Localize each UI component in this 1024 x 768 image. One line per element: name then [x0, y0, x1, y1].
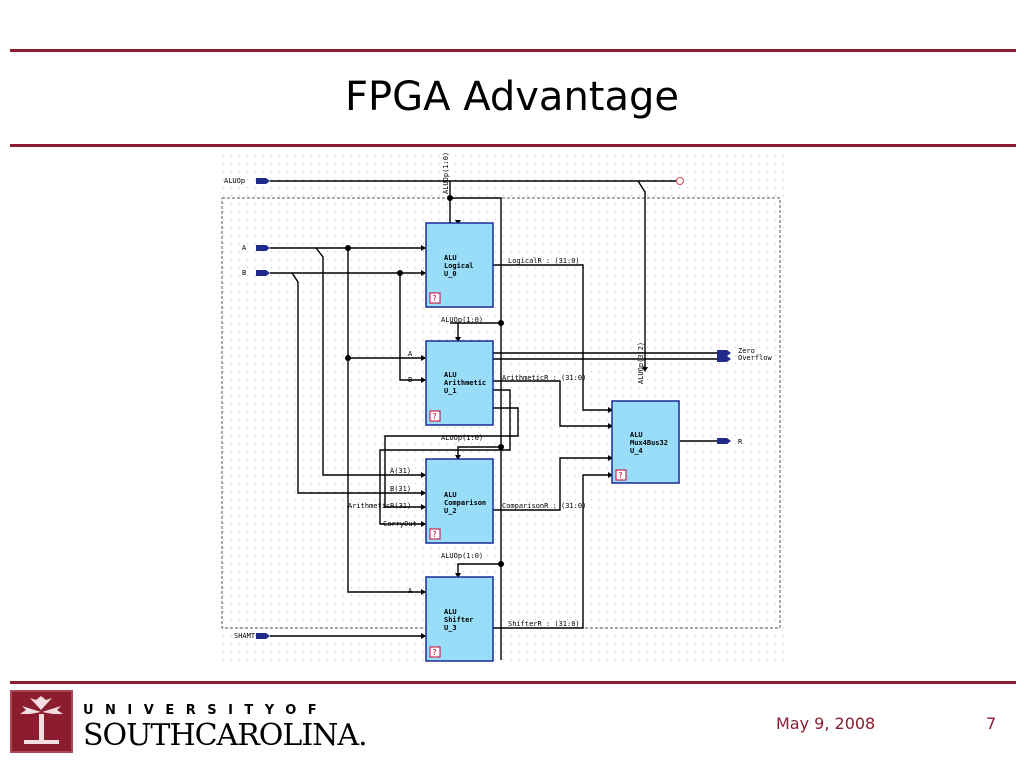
- block-comparison-name: ALU: [444, 491, 457, 499]
- label-zero: Zero: [738, 347, 755, 355]
- block-comparison-sub: Comparison: [444, 499, 486, 507]
- alu-schematic: ALU Logical U_0 ? ALU Arithmetic U_1 ? A…: [220, 152, 784, 664]
- label-r: R: [738, 438, 743, 446]
- block-logical[interactable]: ALU Logical U_0 ?: [425, 222, 494, 308]
- label-aluop: ALUOp: [224, 177, 245, 185]
- usc-palmetto-logo: [10, 690, 73, 753]
- pin-arith-a: A: [408, 350, 413, 358]
- label-aluop-u1: ALUOp(1:0): [441, 316, 483, 324]
- label-aluop-u2: ALUOp(1:0): [441, 434, 483, 442]
- slide-title: FPGA Advantage: [345, 74, 679, 120]
- block-shifter[interactable]: ALU Shifter U_3 ?: [425, 576, 494, 662]
- block-mux-sub: Mux4Bus32: [630, 439, 668, 447]
- slide-date: May 9, 2008: [776, 714, 876, 733]
- label-logical-r: LogicalR : (31:0): [508, 257, 580, 265]
- port-zero: [717, 350, 731, 356]
- pin-comp-a31: A(31): [390, 467, 411, 475]
- pin-comp-b31: B(31): [390, 485, 411, 493]
- label-overflow: Overflow: [738, 354, 773, 362]
- block-shifter-sub: Shifter: [444, 616, 474, 624]
- block-logical-sub: Logical: [444, 262, 474, 270]
- port-aluop: [256, 178, 270, 184]
- help-icon[interactable]: [429, 292, 441, 304]
- slide-number: 7: [986, 714, 997, 733]
- block-shifter-inst: U_3: [444, 624, 457, 632]
- block-mux[interactable]: ALU Mux4Bus32 U_4 ?: [611, 400, 680, 484]
- help-icon[interactable]: [429, 646, 441, 658]
- block-arithmetic-name: ALU: [444, 371, 457, 379]
- block-logical-inst: U_0: [444, 270, 457, 278]
- port-r: [717, 438, 731, 444]
- footer-rule: [10, 681, 1016, 684]
- port-b: [256, 270, 270, 276]
- label-comp-r: ComparisonR : (31:0): [502, 502, 586, 510]
- label-shamt: SHAMT: [234, 632, 256, 640]
- pin-arith-b: B: [408, 376, 412, 384]
- port-shamt: [256, 633, 270, 639]
- logo-south-carolina: SOUTHCAROLINA.: [83, 718, 368, 753]
- port-overflow: [717, 356, 731, 362]
- port-a: [256, 245, 270, 251]
- block-comparison-inst: U_2: [444, 507, 457, 515]
- help-icon-glyph: ?: [432, 530, 437, 539]
- block-mux-inst: U_4: [630, 447, 643, 455]
- block-arithmetic[interactable]: ALU Arithmetic U_1 ?: [425, 340, 494, 426]
- help-icon-glyph: ?: [432, 412, 437, 421]
- help-icon[interactable]: [429, 410, 441, 422]
- help-icon-glyph: ?: [618, 471, 623, 480]
- block-arithmetic-inst: U_1: [444, 387, 457, 395]
- block-shifter-name: ALU: [444, 608, 457, 616]
- label-shift-r: ShifterR : (31:0): [508, 620, 580, 628]
- block-arithmetic-sub: Arithmetic: [444, 379, 486, 387]
- help-icon[interactable]: [615, 469, 627, 481]
- label-a: A: [242, 244, 247, 252]
- block-logical-name: ALU: [444, 254, 457, 262]
- pin-shift-a: A: [408, 587, 413, 595]
- title-rule: [10, 144, 1016, 147]
- pin-comp-arith31: ArithmeticR(31): [348, 502, 411, 510]
- label-b: B: [242, 269, 246, 277]
- label-arith-r: ArithmeticR : (31:0): [502, 374, 586, 382]
- arrowheads: [421, 220, 648, 639]
- port-markers: [256, 178, 731, 639]
- help-icon-glyph: ?: [432, 648, 437, 657]
- top-rule: [10, 49, 1016, 52]
- bus-terminator: [676, 177, 684, 185]
- palmetto-icon: [20, 696, 63, 744]
- block-mux-name: ALU: [630, 431, 643, 439]
- label-top-bus: ALUOp(1:0): [442, 152, 450, 194]
- label-aluop-32: ALUOp(3:2): [637, 342, 645, 384]
- block-comparison[interactable]: ALU Comparison U_2 ?: [425, 458, 494, 544]
- logo-university-of: UNIVERSITYOF: [83, 703, 329, 718]
- help-icon-glyph: ?: [432, 294, 437, 303]
- pin-comp-carry: CarryOut: [383, 520, 417, 528]
- label-aluop-u3: ALUOp(1:0): [441, 552, 483, 560]
- help-icon[interactable]: [429, 528, 441, 540]
